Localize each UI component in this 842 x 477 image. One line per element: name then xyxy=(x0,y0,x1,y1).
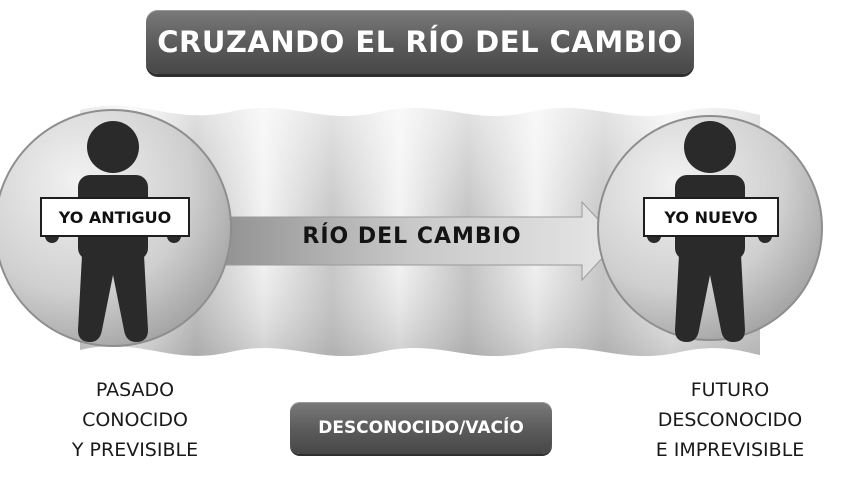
diagram-title: CRUZANDO EL RÍO DEL CAMBIO xyxy=(157,25,683,59)
unknown-box: DESCONOCIDO/VACÍO xyxy=(290,402,552,454)
caption-right-line: DESCONOCIDO xyxy=(657,409,803,431)
sign-old-self: YO ANTIGUO xyxy=(40,197,190,237)
unknown-label: DESCONOCIDO/VACÍO xyxy=(318,418,524,438)
caption-left-line: CONOCIDO xyxy=(82,409,188,431)
caption-left-line: Y PREVISIBLE xyxy=(71,439,199,461)
river-arrow xyxy=(199,200,619,282)
caption-left: PASADO CONOCIDO Y PREVISIBLE xyxy=(40,375,230,465)
caption-right-line: E IMPREVISIBLE xyxy=(655,439,805,461)
caption-left-line: PASADO xyxy=(95,379,175,401)
caption-right: FUTURO DESCONOCIDO E IMPREVISIBLE xyxy=(630,375,830,465)
sign-new-self: YO NUEVO xyxy=(643,197,779,237)
river-label: RÍO DEL CAMBIO xyxy=(302,224,522,249)
title-banner: CRUZANDO EL RÍO DEL CAMBIO xyxy=(146,10,694,74)
caption-right-line: FUTURO xyxy=(690,379,770,401)
